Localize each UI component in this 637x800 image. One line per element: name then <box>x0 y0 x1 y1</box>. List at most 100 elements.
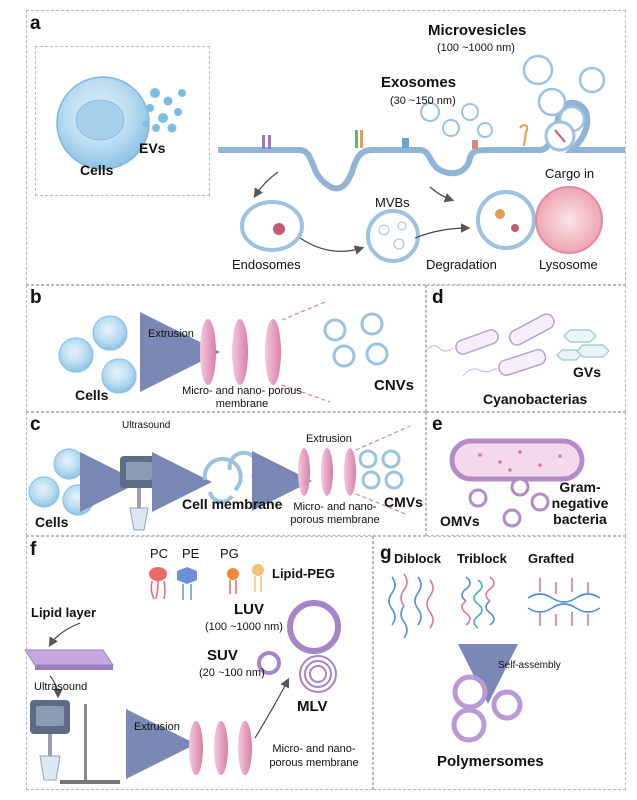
panel-a-label: a <box>30 13 41 34</box>
panel-g <box>373 536 626 790</box>
membrane-b-line2: membrane <box>215 398 269 410</box>
panel-f-label: f <box>30 539 37 560</box>
panel-e-label: e <box>432 414 443 435</box>
panel-a <box>26 10 626 285</box>
sonicator-f-icon <box>30 700 120 784</box>
panel-a-inset <box>35 46 210 196</box>
gas-vesicles-icon <box>556 329 610 361</box>
gram-line2: negative <box>551 495 609 511</box>
panel-b-graphics <box>58 301 389 403</box>
panel-f-graphics <box>24 564 341 784</box>
membrane-f-line2: porous membrane <box>269 757 359 769</box>
self-assembly-label: Self-assembly <box>498 660 561 671</box>
porous-membranes-f-icon <box>189 721 252 775</box>
membrane-receptors-icon <box>262 124 529 149</box>
cyanobacterias-label: Cyanobacterias <box>483 391 588 407</box>
panel-a-graphics <box>56 54 625 263</box>
suv-size: (20 ~100 nm) <box>199 667 265 679</box>
polymersomes-label: Polymersomes <box>437 753 544 770</box>
panel-b-label: b <box>30 287 42 308</box>
cells-label-c: Cells <box>35 514 69 530</box>
membrane-b-line1: Micro- and nano- porous <box>182 385 302 397</box>
exosomes-size: (30 ~150 nm) <box>390 95 456 107</box>
extrusion-label-f: Extrusion <box>134 721 180 733</box>
exosome-vesicles-icon <box>420 102 493 138</box>
cargo-in-label: Cargo in <box>545 166 595 181</box>
suv-label: SUV <box>207 647 238 664</box>
endosome-icon <box>240 200 304 252</box>
endosomes-label: Endosomes <box>232 257 301 272</box>
lipid-pc-label: PC <box>150 546 169 561</box>
ultrasound-label-f: Ultrasound <box>34 681 88 693</box>
mlv-label: MLV <box>297 698 328 715</box>
porous-membranes-c-icon <box>298 448 356 496</box>
gram-line3: bacteria <box>553 511 607 527</box>
lipid-pg-label: PG <box>220 546 239 561</box>
extrusion-label-c: Extrusion <box>306 433 352 445</box>
exosomes-label: Exosomes <box>381 74 457 91</box>
grafted-label: Grafted <box>528 551 575 566</box>
lipid-layer-label: Lipid layer <box>31 605 97 620</box>
cmvs-label: CMVs <box>384 494 423 510</box>
polymersomes-icon <box>451 674 523 743</box>
lysosome-icon <box>535 186 603 254</box>
degradation-icon <box>476 190 536 250</box>
triblock-label: Triblock <box>457 551 507 566</box>
omvs-icon <box>468 477 550 528</box>
lipid-pe-label: PE <box>182 546 200 561</box>
omvs-label: OMVs <box>440 513 480 529</box>
panel-f <box>26 536 373 790</box>
grafted-copolymer-icon <box>527 578 601 626</box>
membrane-c-line2: porous membrane <box>290 514 380 526</box>
cell-membrane-label: Cell membrane <box>182 496 283 512</box>
panel-d-label: d <box>432 287 444 308</box>
suv-icon <box>257 651 281 675</box>
diblock-label: Diblock <box>394 551 441 566</box>
degradation-label: Degradation <box>426 257 497 272</box>
panel-c-label: c <box>30 414 41 435</box>
membrane-f-line1: Micro- and nano- <box>272 743 356 755</box>
cells-label-b: Cells <box>75 387 109 403</box>
lipid-pg-icon <box>227 568 239 594</box>
evs-label: EVs <box>139 140 166 156</box>
panel-g-graphics <box>388 573 601 743</box>
panel-e-graphics <box>449 438 585 528</box>
cell-large-icon <box>56 76 150 170</box>
cmvs-vesicles-icon <box>358 449 404 490</box>
sonicator-c-icon <box>120 456 158 531</box>
membrane-c-line1: Micro- and nano- <box>293 501 377 513</box>
microvesicles-label: Microvesicles <box>428 22 527 39</box>
panel-c-graphics <box>28 425 411 531</box>
microvesicles-size: (100 ~1000 nm) <box>437 42 515 54</box>
lysosome-label: Lysosome <box>539 257 598 272</box>
porous-membranes-b-icon <box>200 319 281 385</box>
luv-size: (100 ~1000 nm) <box>205 621 283 633</box>
extrusion-label-b: Extrusion <box>148 328 194 340</box>
triblock-copolymer-icon <box>461 576 495 629</box>
cargo-in-icon <box>544 120 576 152</box>
lipid-peg-icon <box>252 564 264 592</box>
gvs-label: GVs <box>573 364 602 380</box>
luv-label: LUV <box>234 601 264 618</box>
diblock-copolymer-icon <box>388 573 434 639</box>
lipid-peg-label: Lipid-PEG <box>272 566 335 581</box>
gram-line1: Gram- <box>559 479 601 495</box>
cnvs-label: CNVs <box>374 377 415 394</box>
microvesicles-icon <box>522 54 606 133</box>
cells-group-b-icon <box>58 315 137 394</box>
ultrasound-label-c: Ultrasound <box>122 420 171 431</box>
panel-g-label: g <box>380 543 392 564</box>
panel-d-graphics <box>424 313 610 377</box>
mlv-icon <box>299 655 337 693</box>
panel-b <box>26 285 426 412</box>
plasma-membrane-icon <box>218 99 625 192</box>
ev-particles-icon <box>142 88 186 133</box>
cells-label-a: Cells <box>80 162 114 178</box>
lipid-pe-icon <box>177 567 197 600</box>
panel-d <box>426 285 626 412</box>
cnvs-vesicles-icon <box>323 312 389 368</box>
luv-icon <box>287 600 341 654</box>
mvb-icon <box>366 209 420 263</box>
lipid-pc-icon <box>149 567 167 600</box>
panel-c <box>26 412 426 536</box>
